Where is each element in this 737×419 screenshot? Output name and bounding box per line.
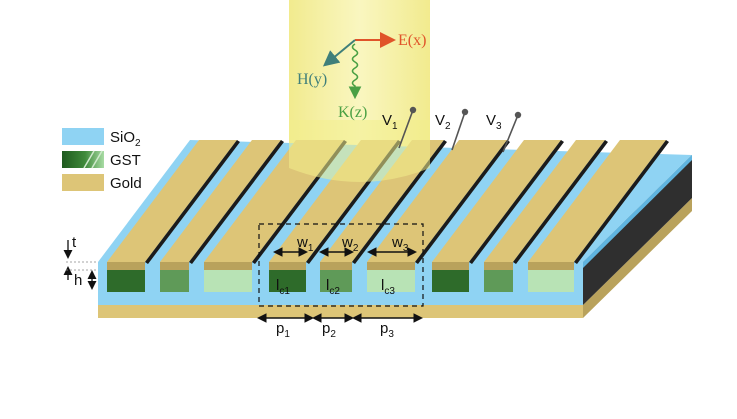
probe-tip	[514, 111, 522, 119]
gst-cell-front	[160, 270, 189, 292]
gold-stripe-front	[204, 262, 252, 270]
gold-stripe-edge	[574, 140, 669, 264]
t-label: t	[72, 234, 77, 251]
probe-wire	[502, 114, 519, 153]
gst-cell-front	[528, 270, 574, 292]
gold-stripe-front	[320, 262, 352, 270]
gst-cell-front	[204, 270, 252, 292]
legend-label-gold: Gold	[110, 175, 142, 192]
legend-swatch-gold	[62, 174, 104, 191]
unit-cell-box	[258, 223, 424, 307]
annotations	[63, 106, 522, 323]
device-right-edge	[583, 155, 692, 268]
probe-wire	[451, 111, 466, 151]
k-vector-wave	[348, 43, 362, 100]
gst-cell-front	[320, 270, 352, 292]
device-right-side	[583, 155, 692, 305]
voltage-label-1: V1	[382, 112, 398, 132]
lc2-label: lc2	[326, 277, 340, 297]
gold-stripe-edge	[415, 140, 510, 264]
gold-stripe-edge	[145, 140, 240, 264]
gold-stripe-top	[432, 140, 561, 262]
gold-stripe-front	[528, 262, 574, 270]
gold-stripe-top	[160, 140, 281, 262]
gold-stripe-front	[484, 262, 513, 270]
probe-tip	[409, 106, 417, 114]
e-field-label: E(x)	[398, 32, 426, 49]
p2-label: p2	[322, 320, 336, 340]
legend: SiO2 GST Gold	[62, 128, 142, 192]
p1-label: p1	[276, 320, 290, 340]
legend-swatch-sio2	[62, 128, 104, 145]
h-field-arrow	[322, 39, 356, 67]
gold-stripe-edge	[189, 140, 284, 264]
voltage-probes: V1 V2 V3	[382, 112, 502, 132]
gst-cell-front	[107, 270, 145, 292]
gold-stripe-top	[484, 140, 605, 262]
lc1-label: lc1	[276, 277, 290, 297]
w2-label: w2	[341, 234, 359, 254]
gold-stripe-edge	[352, 140, 447, 264]
thickness-dimensions: t h	[72, 234, 82, 289]
probe-tip	[461, 108, 469, 116]
gst-cell-front	[484, 270, 513, 292]
gold-stripe-front	[160, 262, 189, 270]
gst-cell-front	[432, 270, 469, 292]
voltage-label-3: V3	[486, 112, 502, 132]
gold-substrate-side	[583, 198, 692, 318]
gold-stripe-front	[269, 262, 306, 270]
gold-stripe-edge	[513, 140, 608, 264]
gold-stripe-top	[107, 140, 237, 262]
field-axes: E(x) H(y) K(z)	[297, 32, 426, 121]
light-beam-overlay	[289, 120, 430, 182]
probe-wire	[398, 109, 414, 149]
w1-label: w1	[296, 234, 314, 254]
gold-stripe-front	[367, 262, 415, 270]
beam-footprint	[289, 120, 430, 182]
h-field-label: H(y)	[297, 71, 327, 88]
gst-cell-front	[269, 270, 306, 292]
voltage-label-2: V2	[435, 112, 451, 132]
gold-stripe-edge	[469, 140, 564, 264]
p3-label: p3	[380, 320, 394, 340]
gold-stripe-front	[107, 262, 145, 270]
k-vector-label: K(z)	[338, 104, 367, 121]
lc3-label: lc3	[381, 277, 395, 297]
legend-label-gst: GST	[110, 152, 141, 169]
legend-label-sio2: SiO2	[110, 129, 141, 149]
gold-stripe-top	[367, 140, 507, 262]
gold-stripe-top	[528, 140, 666, 262]
h-label: h	[74, 272, 82, 289]
w3-label: w3	[391, 234, 409, 254]
gold-substrate-front	[98, 305, 583, 318]
legend-swatch-gst	[62, 151, 104, 168]
gst-cell-front	[367, 270, 415, 292]
unit-cell-dimensions: w1 w2 w3 lc1 lc2 lc3 p1 p2 p3	[276, 234, 409, 340]
gold-stripe-front	[432, 262, 469, 270]
